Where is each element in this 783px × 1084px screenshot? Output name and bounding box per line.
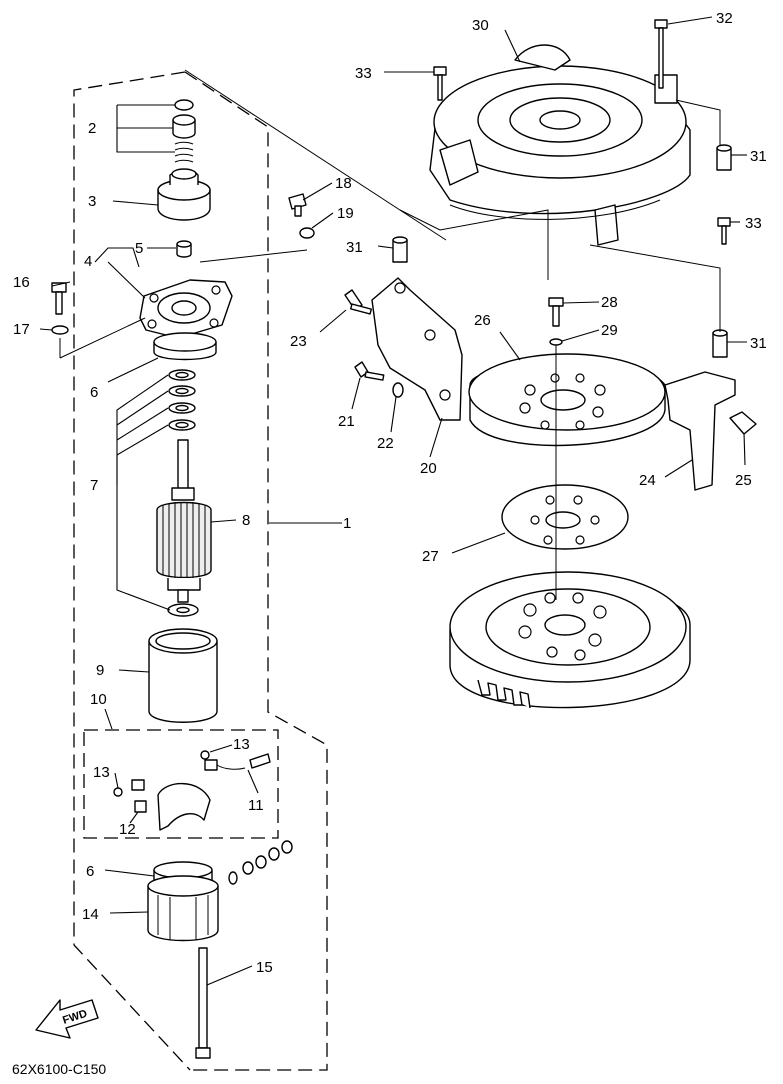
callout-19: 19 — [337, 205, 354, 222]
callout-7: 7 — [90, 477, 98, 494]
callout-22: 22 — [377, 435, 394, 452]
callout-30: 30 — [472, 17, 489, 34]
callout-27: 27 — [422, 548, 439, 565]
callout-4: 4 — [84, 253, 92, 270]
callout-13-right: 13 — [233, 736, 250, 753]
callout-26: 26 — [474, 312, 491, 329]
callout-29: 29 — [601, 322, 618, 339]
callout-16: 16 — [13, 274, 30, 291]
callout-21: 21 — [338, 413, 355, 430]
callout-9: 9 — [96, 662, 104, 679]
right-leader-lines — [319, 16, 747, 554]
callout-3: 3 — [88, 193, 96, 210]
callout-12: 12 — [119, 821, 136, 838]
starter-parts — [51, 99, 315, 1059]
callout-24: 24 — [639, 472, 656, 489]
callout-6: 6 — [90, 384, 98, 401]
callout-18: 18 — [335, 175, 352, 192]
callout-8: 8 — [242, 512, 250, 529]
callout-17: 17 — [13, 321, 30, 338]
callout-2: 2 — [88, 120, 96, 137]
callout-25: 25 — [735, 472, 752, 489]
callout-23: 23 — [290, 333, 307, 350]
callout-10: 10 — [90, 691, 107, 708]
callouts: 1 2 3 4 5 6 6 7 8 9 10 11 12 13 13 14 15… — [13, 10, 767, 976]
callout-6-lower: 6 — [86, 863, 94, 880]
callout-11: 11 — [248, 797, 264, 814]
callout-33-right: 33 — [745, 215, 762, 232]
callout-1: 1 — [343, 515, 351, 532]
callout-31-mid: 31 — [346, 239, 363, 256]
callout-32: 32 — [716, 10, 733, 27]
callout-31-top: 31 — [750, 148, 767, 165]
diagram-code: 62X6100-C150 — [12, 1061, 106, 1077]
callout-31-right: 31 — [750, 335, 767, 352]
starter-assembly-boundary — [73, 71, 328, 1071]
callout-28: 28 — [601, 294, 618, 311]
callout-20: 20 — [420, 460, 437, 477]
callout-5: 5 — [135, 240, 143, 257]
callout-15: 15 — [256, 959, 273, 976]
flywheel-parts — [344, 19, 757, 709]
callout-13-left: 13 — [93, 764, 110, 781]
callout-33-top: 33 — [355, 65, 372, 82]
leader-lines — [39, 69, 447, 986]
callout-14: 14 — [82, 906, 99, 923]
fwd-arrow-icon: FWD — [35, 999, 99, 1039]
